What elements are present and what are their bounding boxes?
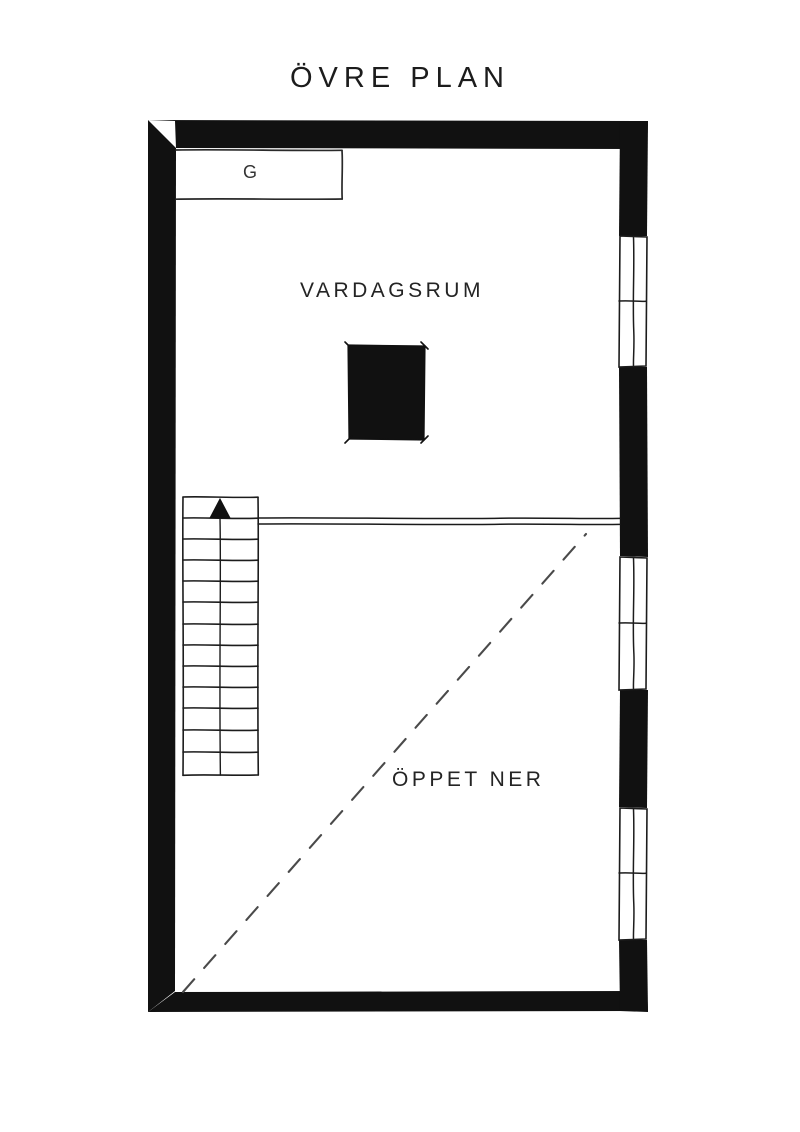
wall-east-segment-3: [619, 690, 648, 808]
window-3: [618, 807, 648, 941]
wall-north: [148, 120, 648, 149]
fireplace-block: [344, 341, 429, 444]
exterior-walls: [148, 120, 648, 1012]
window-2: [618, 556, 648, 691]
window-1: [618, 235, 648, 368]
page-title: ÖVRE PLAN: [290, 62, 510, 94]
room-label-oppet-ner: ÖPPET NER: [392, 768, 545, 791]
room-label-vardagsrum: VARDAGSRUM: [300, 279, 484, 302]
windows: [618, 235, 648, 941]
wall-south: [148, 991, 648, 1012]
stair-up-arrow-icon: [209, 497, 231, 519]
wall-east-segment-1: [619, 121, 648, 236]
closet-label-g: G: [243, 162, 259, 182]
wall-east-segment-2: [619, 367, 648, 557]
wall-east-segment-4: [619, 940, 648, 1012]
open-to-below-diagonal: [181, 532, 588, 994]
staircase: [181, 496, 260, 777]
interior-partition-wall: [257, 517, 621, 526]
wall-west: [148, 120, 176, 1012]
closet-outline: [175, 148, 344, 201]
